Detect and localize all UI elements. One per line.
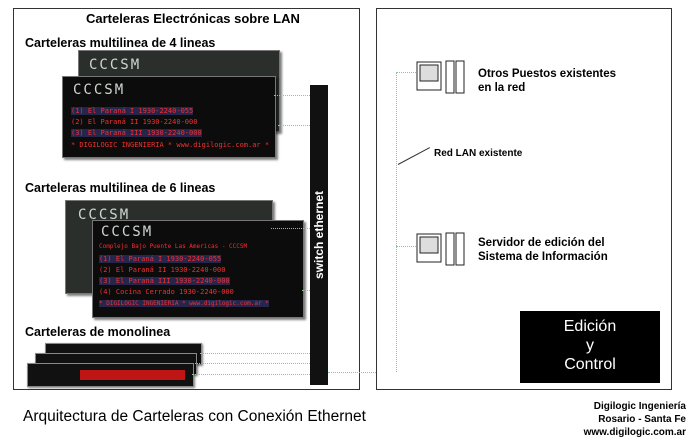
lan-line (396, 72, 397, 372)
switch-label: switch ethernet (312, 190, 326, 280)
diagram-title: Arquitectura de Carteleras con Conexión … (23, 408, 366, 425)
pc1-label: Otros Puestos existentes en la red (478, 67, 616, 95)
company-url: www.digilogic.com.ar (583, 427, 686, 438)
section-monoline: Carteleras de monolinea (25, 325, 171, 339)
led-strip (80, 370, 185, 380)
board-row: (3) El Paraná III 1930-2240-000 (71, 129, 202, 137)
pc1-label-line: Otros Puestos existentes (478, 68, 617, 80)
company-location: Rosario - Santa Fe (598, 414, 686, 425)
board-row: (1) El Paraná I 1930-2240-055 (99, 255, 222, 263)
link-line (302, 290, 310, 291)
pc1-label-line: en la red (478, 82, 526, 94)
link-line (278, 125, 310, 126)
link-line (274, 95, 310, 96)
company-info: Digilogic Ingeniería Rosario - Santa Fe … (584, 400, 686, 439)
board-row: (2) El Paraná II 1930-2240-000 (71, 118, 198, 126)
link-line (195, 363, 310, 364)
computer-icon (416, 60, 465, 94)
board-row: (2) El Paraná II 1930-2240-000 (99, 266, 226, 274)
board-row: (3) El Paraná III 1930-2240-000 (99, 277, 230, 285)
link-line (328, 372, 396, 373)
board-6-lines-front: CCCSM Complejo Bajo Puente Las Americas … (92, 220, 304, 318)
pc2-label-line: Sistema de Información (478, 251, 608, 263)
lan-boards-title: Carteleras Electrónicas sobre LAN (86, 11, 300, 26)
pc2-label: Servidor de edición del Sistema de Infor… (478, 236, 608, 264)
link-line (200, 353, 310, 354)
board-row: (4) Cocina Cerrado 1930-2240-000 (99, 288, 234, 296)
control-line: y (586, 337, 594, 354)
board-logo: CCCSM (101, 224, 154, 240)
edition-control-box: Edición y Control (520, 311, 660, 383)
link-line (271, 228, 310, 229)
board-row: * DIGILOGIC INGENIERIA * www.digilogic.c… (71, 141, 270, 149)
section-4-lines: Carteleras multilinea de 4 lineas (25, 36, 216, 50)
lan-label: Red LAN existente (434, 148, 523, 159)
board-logo: CCCSM (89, 57, 142, 73)
board-logo: CCCSM (78, 207, 131, 223)
lan-branch-1 (396, 72, 416, 73)
monoline-board-3 (27, 363, 194, 387)
section-6-lines: Carteleras multilinea de 6 lineas (25, 181, 216, 195)
board-4-lines-front: CCCSM (1) El Paraná I 1930-2240-055 (2) … (62, 76, 276, 158)
link-line (192, 374, 310, 375)
board-row: Complejo Bajo Puente Las Americas - CCCS… (99, 243, 248, 250)
switch-ethernet: switch ethernet (310, 85, 328, 385)
board-row: (1) El Paraná I 1930-2240-055 (71, 107, 194, 115)
lan-branch-2 (396, 246, 416, 247)
pc2-label-line: Servidor de edición del (478, 237, 605, 249)
control-line: Control (564, 356, 616, 373)
board-row: * DIGILOGIC INGENIERIA * www.digilogic.c… (99, 300, 269, 307)
control-line: Edición (563, 318, 617, 335)
server-icon (416, 232, 465, 266)
company-name: Digilogic Ingeniería (593, 401, 686, 412)
board-logo: CCCSM (73, 82, 126, 98)
